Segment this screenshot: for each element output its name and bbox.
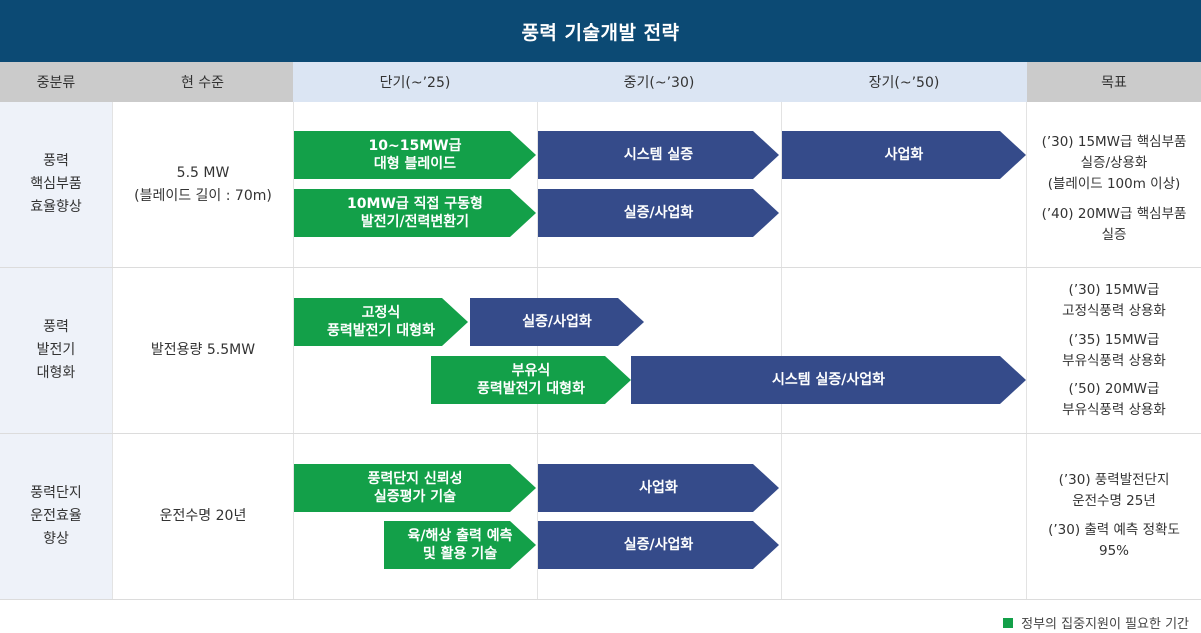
row-current-level: 발전용량 5.5MW bbox=[150, 342, 256, 358]
roadmap-bar-government: 육/해상 출력 예측 및 활용 기술 bbox=[384, 521, 536, 569]
roadmap-bar-government: 고정식 풍력발전기 대형화 bbox=[294, 298, 468, 346]
roadmap-bar: 시스템 실증 bbox=[538, 131, 779, 179]
header-short-term: 단기(~’25) bbox=[293, 62, 537, 102]
grid-line bbox=[293, 102, 294, 599]
roadmap-bar: 실증/사업화 bbox=[538, 189, 779, 237]
roadmap-bar-government: 풍력단지 신뢰성 실증평가 기술 bbox=[294, 464, 536, 512]
header-goal: 목표 bbox=[1027, 62, 1201, 102]
row-category: 풍력 발전기 대형화 bbox=[0, 268, 112, 433]
goal-item: (’40) 20MW급 핵심부품 실증 bbox=[1041, 206, 1187, 243]
header-long-term: 장기(~’50) bbox=[781, 62, 1027, 102]
header-current-level: 현 수준 bbox=[112, 62, 293, 102]
goal-item: (’30) 15MW급 고정식풍력 상용화 bbox=[1062, 282, 1166, 319]
goal-item: (’35) 15MW급 부유식풍력 상용화 bbox=[1062, 332, 1166, 369]
legend-swatch bbox=[1003, 617, 1014, 628]
header-mid-term: 중기(~’30) bbox=[537, 62, 781, 102]
grid-line bbox=[537, 102, 538, 599]
goal-item: (’30) 15MW급 핵심부품 실증/상용화 (블레이드 100m 이상) bbox=[1041, 134, 1187, 192]
roadmap-bar: 실증/사업화 bbox=[538, 521, 779, 569]
grid-line bbox=[1026, 102, 1027, 599]
grid-line bbox=[112, 102, 113, 599]
header-category: 중분류 bbox=[0, 62, 112, 102]
row-current-level: 운전수명 20년 bbox=[159, 508, 247, 524]
roadmap-bar-government: 10MW급 직접 구동형 발전기/전력변환기 bbox=[294, 189, 536, 237]
goal-item: (’30) 풍력발전단지 운전수명 25년 bbox=[1058, 472, 1170, 509]
row-divider bbox=[0, 433, 1201, 434]
row-divider bbox=[0, 599, 1201, 600]
row-current-level: 5.5 MW (블레이드 길이 : 70m) bbox=[134, 164, 272, 204]
roadmap-bar: 시스템 실증/사업화 bbox=[631, 356, 1026, 404]
roadmap-bar: 사업화 bbox=[538, 464, 779, 512]
goal-item: (’50) 20MW급 부유식풍력 상용화 bbox=[1062, 381, 1166, 418]
row-category: 풍력 핵심부품 효율향상 bbox=[0, 102, 112, 267]
row-category: 풍력단지 운전효율 향상 bbox=[0, 434, 112, 599]
legend-label: 정부의 집중지원이 필요한 기간 bbox=[1021, 617, 1189, 632]
roadmap-bar: 사업화 bbox=[782, 131, 1026, 179]
roadmap-bar-government: 10~15MW급 대형 블레이드 bbox=[294, 131, 536, 179]
legend: 정부의 집중지원이 필요한 기간 bbox=[1003, 613, 1189, 632]
goal-item: (’30) 출력 예측 정확도 95% bbox=[1048, 522, 1180, 559]
page-title: 풍력 기술개발 전략 bbox=[0, 0, 1201, 62]
row-divider bbox=[0, 267, 1201, 268]
grid-line bbox=[781, 102, 782, 599]
roadmap-bar: 실증/사업화 bbox=[470, 298, 644, 346]
roadmap-bar-government: 부유식 풍력발전기 대형화 bbox=[431, 356, 631, 404]
